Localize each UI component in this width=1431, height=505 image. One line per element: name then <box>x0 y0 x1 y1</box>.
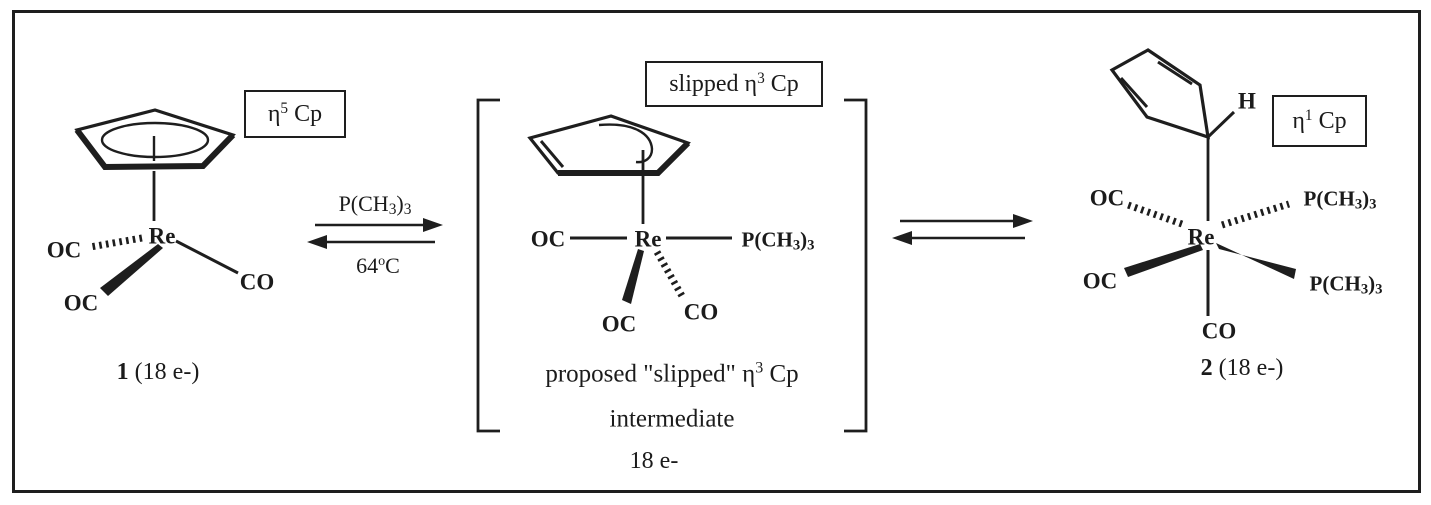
ligand-phosphine-int: P(CH3)3 <box>741 227 815 254</box>
ligand-co-bottom-2: CO <box>1201 318 1237 344</box>
cp-double-bond-2 <box>539 140 565 168</box>
ligand-oc-back-1: OC <box>46 237 82 263</box>
re-oc-hashed-bond-1 <box>89 234 143 251</box>
equilibrium-1-reagent-label: P(CH3)3 <box>338 191 412 219</box>
ligand-oc-left-int: OC <box>530 226 566 252</box>
ligand-oc-front-2: OC <box>1082 268 1118 294</box>
re-oc-wedge-bond-1 <box>100 244 163 296</box>
equilibrium-1-temperature-label: 64oC <box>356 253 400 278</box>
cp-ring-front-edges-1 <box>74 128 236 171</box>
re-phosphine-wedge-bond-3 <box>1216 243 1296 279</box>
re-co-hashed-bond-2 <box>653 250 686 298</box>
ligand-oc-bottom-int: OC <box>601 311 637 337</box>
forward-arrow-head-2 <box>1013 214 1033 228</box>
re-oc-hashed-bond-3 <box>1126 201 1184 228</box>
reverse-arrow-head-2 <box>892 231 912 245</box>
re-co-bond-1 <box>175 239 239 275</box>
forward-arrow-head-1 <box>423 218 443 232</box>
hydrogen-label: H <box>1238 88 1256 114</box>
eta3-tag-box: slipped η3 Cp <box>645 61 823 107</box>
cp-ring-front-edges-2 <box>558 140 691 176</box>
intermediate-caption-line1: proposed "slipped" η3 Cp <box>545 359 799 388</box>
eta3-tag-label: slipped η3 Cp <box>669 69 799 97</box>
ligand-oc-back-2: OC <box>1089 185 1125 211</box>
intermediate-electron-count: 18 e- <box>629 448 679 474</box>
left-bracket <box>476 98 500 433</box>
equilibrium-arrows-2 <box>892 214 1033 245</box>
compound-1-caption: 1 (18 e-) <box>116 359 200 385</box>
ligand-oc-front-1: OC <box>63 290 99 316</box>
re-phosphine-hashed-bond-3 <box>1220 200 1291 229</box>
right-bracket <box>844 98 868 433</box>
intermediate-brackets <box>476 98 868 433</box>
metal-center-2: Re <box>1187 224 1215 250</box>
cp-ring-pentagon-3 <box>1109 48 1210 140</box>
re-oc-wedge-bond-2 <box>622 249 644 304</box>
eta1-tag-box: η1 Cp <box>1272 95 1367 147</box>
ligand-phosphine-front-2: P(CH3)3 <box>1309 271 1383 298</box>
eta5-tag-label: η5 Cp <box>267 99 323 127</box>
ligand-co-1: CO <box>239 269 275 295</box>
metal-center-1: Re <box>148 223 176 249</box>
diene-double-bond-b <box>1119 76 1149 109</box>
diene-double-bond-a <box>1157 60 1193 86</box>
structure-intermediate-drawing <box>527 114 732 304</box>
intermediate-caption-line2: intermediate <box>609 405 735 433</box>
equilibrium-arrows-1 <box>307 218 443 249</box>
eta1-tag-label: η1 Cp <box>1292 106 1347 134</box>
structure-1-drawing <box>74 108 239 296</box>
eta5-tag-box: η5 Cp <box>244 90 346 138</box>
compound-2-caption: 2 (18 e-) <box>1200 355 1284 381</box>
metal-center-int: Re <box>634 226 662 252</box>
re-oc-wedge-bond-3 <box>1124 244 1203 277</box>
reverse-arrow-head-1 <box>307 235 327 249</box>
ligand-co-bottom-int: CO <box>683 299 719 325</box>
structure-2-drawing <box>1109 48 1296 316</box>
figure-border <box>12 10 1421 493</box>
c-h-bond <box>1206 110 1236 139</box>
ligand-phosphine-back-2: P(CH3)3 <box>1303 186 1377 213</box>
